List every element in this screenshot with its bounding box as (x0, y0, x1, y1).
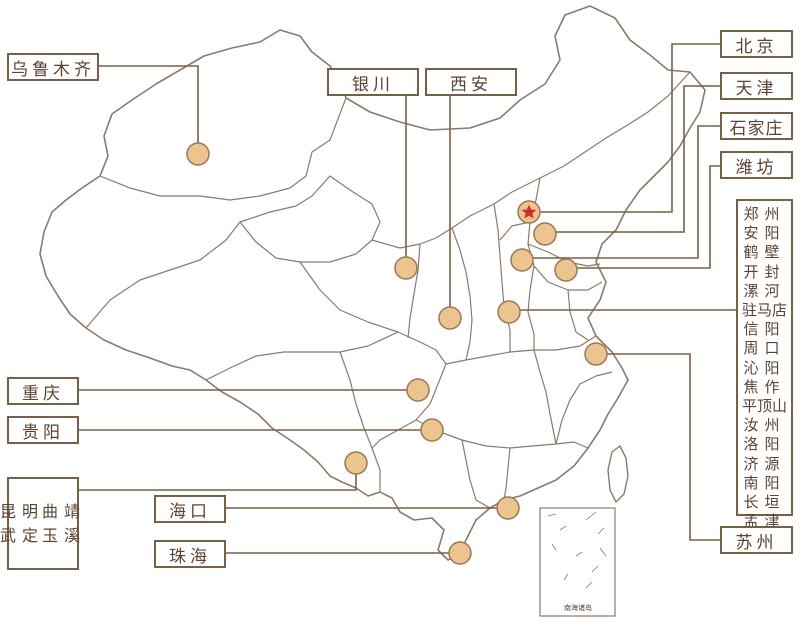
yunnan-city: 昆明 (0, 501, 44, 521)
marker-zhengzhou[interactable] (497, 300, 521, 324)
henan-city: 南阳 (743, 473, 786, 492)
label-urumqi[interactable]: 乌鲁木齐 (7, 53, 99, 81)
henan-city: 洛阳 (743, 435, 786, 454)
label-henan-cities[interactable]: 郑州 安阳 鹤壁 开封 漯河 驻马店 信阳 周口 沁阳 焦作 平顶山 汝州 洛阳… (736, 199, 793, 530)
henan-city: 鹤壁 (743, 243, 786, 262)
henan-city: 长垣 (743, 493, 786, 512)
henan-city: 焦作 (743, 377, 786, 396)
henan-city: 安阳 (743, 224, 786, 243)
label-yunnan-cities[interactable]: 昆明曲靖 武定玉溪 (0, 477, 80, 570)
label-guiyang[interactable]: 贵阳 (7, 416, 79, 444)
taiwan-outline (607, 444, 629, 504)
henan-city: 孟津 (743, 512, 786, 531)
province-boundaries (85, 71, 691, 509)
yunnan-city-row: 昆明曲靖 (0, 500, 86, 524)
henan-city: 平顶山 (741, 397, 787, 416)
henan-city: 济源 (743, 454, 786, 473)
yunnan-city: 曲靖 (42, 501, 87, 521)
label-tianjin[interactable]: 天津 (720, 72, 793, 100)
henan-city: 驻马店 (741, 301, 787, 320)
south-china-sea-inset: 南海诸岛 (539, 507, 616, 617)
label-shijiazhuang[interactable]: 石家庄 (720, 112, 793, 140)
capital-star-icon (521, 204, 537, 219)
inset-caption: 南海诸岛 (564, 603, 592, 612)
leader-lines (78, 43, 736, 554)
yunnan-city: 武定 (0, 525, 44, 545)
henan-city: 周口 (743, 339, 786, 358)
henan-city: 信阳 (743, 320, 786, 339)
henan-city: 汝州 (743, 416, 786, 435)
label-suzhou[interactable]: 苏州 (720, 526, 793, 554)
marker-weifang[interactable] (554, 258, 578, 282)
label-yinchuan[interactable]: 银川 (327, 68, 419, 96)
marker-xian[interactable] (438, 306, 462, 330)
label-haikou[interactable]: 海口 (154, 495, 226, 523)
marker-zhuhai[interactable] (448, 541, 472, 565)
label-chongqing[interactable]: 重庆 (7, 377, 79, 405)
marker-chongqing[interactable] (406, 378, 430, 402)
marker-guiyang[interactable] (420, 418, 444, 442)
henan-city: 沁阳 (743, 358, 786, 377)
yunnan-city-row: 武定玉溪 (0, 524, 86, 548)
marker-shijiazhuang[interactable] (510, 248, 534, 272)
henan-city: 开封 (743, 262, 786, 281)
marker-haikou[interactable] (496, 496, 520, 520)
marker-tianjin[interactable] (533, 222, 557, 246)
henan-city: 漯河 (743, 281, 786, 300)
city-markers (186, 142, 608, 565)
marker-suzhou[interactable] (584, 342, 608, 366)
label-zhuhai[interactable]: 珠海 (154, 540, 226, 568)
yunnan-city: 玉溪 (42, 525, 87, 545)
henan-city: 郑州 (743, 205, 786, 223)
label-beijing[interactable]: 北京 (720, 30, 793, 58)
label-xian[interactable]: 西安 (425, 68, 517, 96)
marker-urumqi[interactable] (186, 142, 210, 166)
marker-yinchuan[interactable] (394, 256, 418, 280)
marker-kunming[interactable] (344, 451, 368, 475)
label-weifang[interactable]: 潍坊 (720, 151, 793, 179)
